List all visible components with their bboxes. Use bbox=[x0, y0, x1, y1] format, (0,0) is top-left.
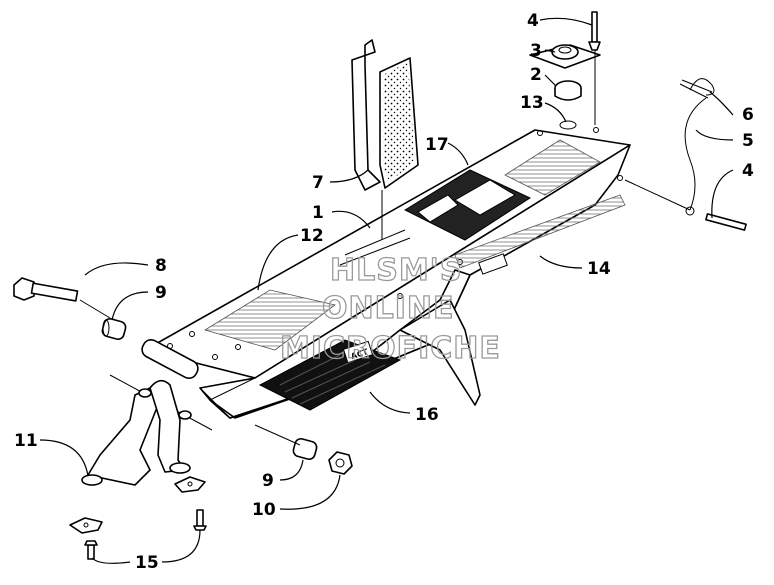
watermark-line3: MICROFICHE bbox=[280, 331, 501, 366]
grommet-13 bbox=[559, 120, 577, 130]
pad-7 bbox=[351, 39, 419, 240]
callout-4-top: 4 bbox=[527, 11, 539, 31]
rivet-left bbox=[84, 540, 98, 560]
leader-lines bbox=[39, 17, 734, 564]
callout-4-right: 4 bbox=[742, 161, 754, 181]
nut-10 bbox=[328, 451, 353, 475]
callout-14: 14 bbox=[587, 259, 611, 279]
washer-right bbox=[174, 476, 206, 493]
callout-3: 3 bbox=[530, 41, 542, 61]
callout-17: 17 bbox=[425, 135, 449, 155]
callout-labels: 4 3 2 13 6 5 4 17 7 1 12 14 8 9 16 11 9 … bbox=[14, 11, 754, 573]
watermark-line1: HLSM'S bbox=[330, 253, 462, 288]
callout-8: 8 bbox=[155, 256, 167, 276]
decal-16: ACT bbox=[258, 339, 402, 411]
callout-2: 2 bbox=[530, 65, 542, 85]
decal-17 bbox=[504, 139, 601, 196]
callout-7: 7 bbox=[312, 173, 324, 193]
axis-line-lower bbox=[254, 424, 301, 446]
bushing-9-upper bbox=[101, 318, 127, 340]
callout-16: 16 bbox=[415, 405, 439, 425]
callout-13: 13 bbox=[520, 93, 544, 113]
watermark: HLSM'S ONLINE MICROFICHE bbox=[279, 252, 501, 366]
watermark-line2: ONLINE bbox=[322, 291, 455, 326]
callout-5: 5 bbox=[742, 131, 754, 151]
bushing-9-lower bbox=[292, 438, 318, 460]
washer-left bbox=[69, 517, 103, 534]
decal-main-dark bbox=[403, 169, 532, 241]
callout-10: 10 bbox=[252, 500, 276, 520]
callout-9-upper: 9 bbox=[155, 283, 167, 303]
callout-9-lower: 9 bbox=[262, 471, 274, 491]
rivet-right bbox=[193, 509, 207, 531]
callout-12: 12 bbox=[300, 226, 324, 246]
grommet-2 bbox=[554, 80, 582, 101]
screw-4-top bbox=[588, 11, 601, 125]
callout-11: 11 bbox=[14, 431, 38, 451]
decal-14 bbox=[454, 194, 626, 275]
decal-12 bbox=[204, 289, 336, 351]
bolt-8 bbox=[13, 277, 111, 319]
callout-6: 6 bbox=[742, 105, 754, 125]
callout-1: 1 bbox=[312, 203, 324, 223]
tether-cord bbox=[624, 78, 747, 231]
bracket-11 bbox=[81, 379, 192, 486]
callout-15: 15 bbox=[135, 553, 159, 573]
